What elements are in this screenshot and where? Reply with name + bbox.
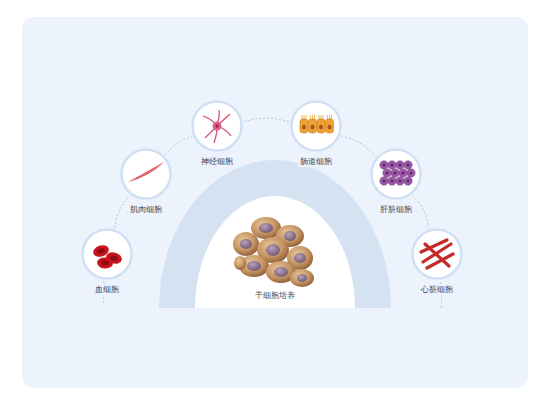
dotted-arc-connector <box>165 137 192 155</box>
cell-circle <box>411 228 463 280</box>
stem-cell-culture-area: 干细胞培养 <box>196 196 354 308</box>
center-label: 干细胞培养 <box>253 291 297 301</box>
cell-label: 血细胞 <box>93 285 121 295</box>
inner-arch <box>195 196 355 308</box>
stem-cell-cluster <box>233 217 314 287</box>
cell-icon <box>421 240 453 268</box>
cell-circle <box>370 148 422 200</box>
cell-label: 神经细胞 <box>199 157 235 167</box>
dotted-arc-connector <box>244 118 290 122</box>
cell-type-circle: 肝脏细胞 <box>370 148 422 200</box>
dotted-arc-connector <box>341 136 375 157</box>
cell-label: 肌肉细胞 <box>128 205 164 215</box>
cell-circle <box>120 148 172 200</box>
cell-label: 心脏细胞 <box>419 285 455 295</box>
cell-type-circle: 神经细胞 <box>191 100 243 152</box>
cell-type-circle: 肠道细胞 <box>290 100 342 152</box>
cell-circle <box>290 100 342 152</box>
arch-band <box>159 160 391 308</box>
cell-icon <box>128 162 164 182</box>
cell-label: 肝脏细胞 <box>378 205 414 215</box>
cell-type-circle: 心脏细胞 <box>411 228 463 280</box>
cell-circle <box>81 228 133 280</box>
dotted-arc-connector <box>412 195 429 228</box>
cell-icon <box>203 110 231 143</box>
cell-label: 肠道细胞 <box>298 157 334 167</box>
cell-circle <box>191 100 243 152</box>
cell-icon <box>92 243 124 269</box>
cell-icon <box>300 115 334 133</box>
cell-type-circle: 血细胞 <box>81 228 133 280</box>
cell-type-circle: 肌肉细胞 <box>120 148 172 200</box>
cell-icon <box>380 161 415 185</box>
